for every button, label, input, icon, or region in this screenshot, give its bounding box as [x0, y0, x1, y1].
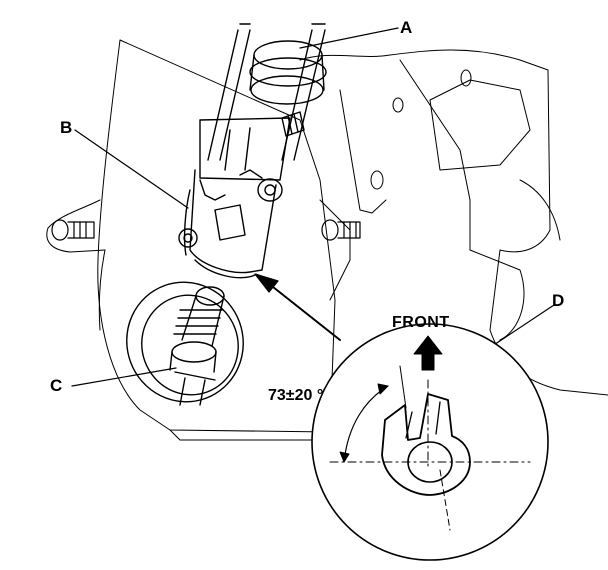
angle-spec-label: 73±20 °	[268, 387, 324, 404]
universal-joint	[178, 117, 291, 279]
left-bolt	[51, 219, 95, 241]
callout-b: B	[60, 118, 73, 137]
callout-c: C	[50, 376, 63, 395]
assembly-arrow	[254, 273, 341, 341]
detail-circle	[311, 323, 549, 561]
callout-d: D	[552, 291, 565, 310]
right-bolt	[321, 219, 361, 241]
steering-shaft	[207, 23, 327, 161]
pinion-shaft	[126, 281, 244, 406]
callout-a: A	[400, 18, 413, 37]
front-direction-label: FRONT	[392, 314, 450, 331]
